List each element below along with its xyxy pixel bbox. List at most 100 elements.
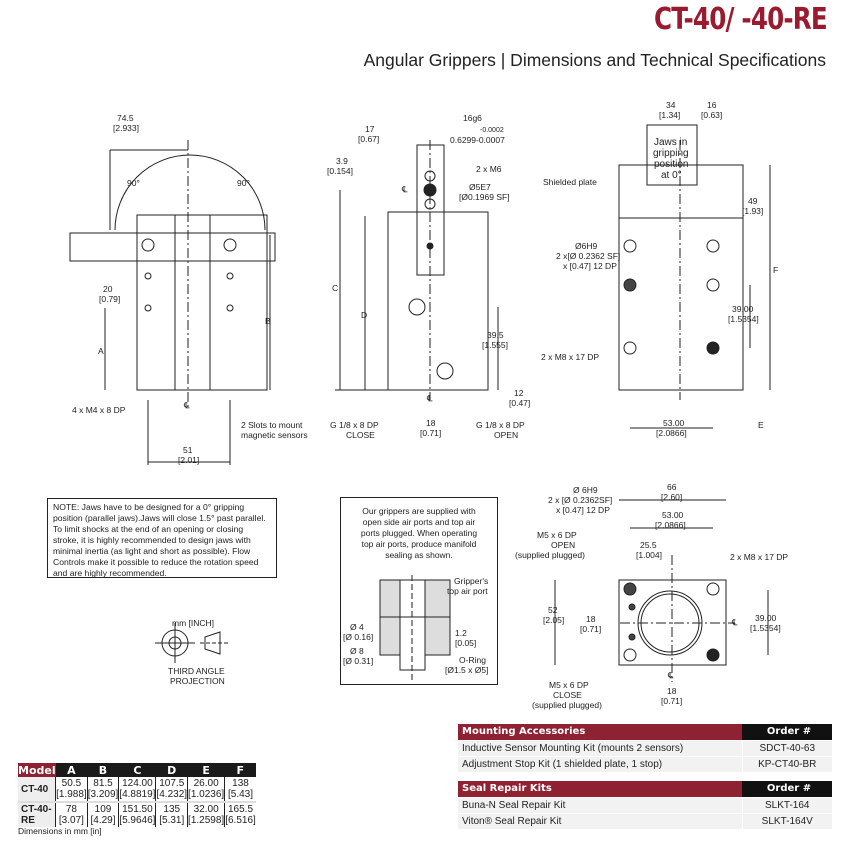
centerline-mark: ℄	[732, 617, 738, 627]
inch-value: [1.0236]	[188, 789, 225, 800]
inch-value: [3.209]	[87, 789, 119, 800]
centerline-mark: ℄	[402, 184, 408, 194]
dim-39-5: 39.5	[487, 330, 504, 340]
dowel-label: Ø5E7	[469, 182, 491, 192]
dim-d4: Ø 4	[350, 622, 364, 632]
cell: 81.5[3.209]	[86, 777, 119, 802]
close-port-plugged: (supplied plugged)	[532, 700, 602, 710]
order-number: SDCT-40-63	[741, 739, 832, 756]
mm-value: 78	[65, 804, 77, 815]
header-b: B	[87, 763, 119, 777]
order-number: SLKT-164	[741, 796, 832, 813]
table-row: Inductive Sensor Mounting Kit (mounts 2 …	[458, 739, 832, 756]
slots-label-1: 2 Slots to mount	[241, 420, 303, 430]
dim-c: C	[332, 283, 339, 293]
m8-label: 2 x M8 x 17 DP	[730, 552, 789, 562]
inch-value: [3.07]	[58, 815, 84, 826]
cell: 151.50[5.9646]	[118, 801, 156, 827]
item-name: Buna-N Seal Repair Kit	[458, 796, 742, 813]
pin-hole-label: Ø 6H9	[573, 485, 598, 495]
pin-hole-label-2: 2 x [Ø 0.2362SF]	[548, 495, 613, 505]
open-port-sub: OPEN	[494, 430, 519, 440]
dim-20-in: [0.79]	[99, 294, 121, 304]
mm-value: 135	[163, 804, 181, 815]
dim-66: 66	[667, 482, 677, 492]
table-header-row: Model A B C D E F	[18, 763, 256, 777]
close-port-sub: CLOSE	[553, 690, 582, 700]
dim-39-in: [1.5354]	[728, 314, 759, 324]
mm-value: 32.00	[193, 804, 219, 815]
dim-12: 12	[514, 388, 524, 398]
pin-hole-label-3: x [0.47] 12 DP	[563, 261, 617, 271]
header-e: E	[187, 763, 225, 777]
accessories-header: Mounting Accessories	[458, 724, 742, 740]
dim-18b-in: [0.71]	[661, 696, 683, 706]
dim-53-in: [2.0866]	[656, 428, 687, 438]
dim-34-in: [1.34]	[659, 110, 681, 120]
dim-51: 51	[183, 445, 193, 455]
jaws-note-2: gripping	[653, 148, 689, 159]
page-subtitle: Angular Grippers | Dimensions and Techni…	[363, 50, 826, 70]
dim-16: 16	[707, 100, 717, 110]
inch-value: [1.988]	[56, 789, 87, 800]
dim-16-in: [0.63]	[701, 110, 723, 120]
cell: 78[3.07]	[55, 801, 88, 827]
dim-d4-in: [Ø 0.16]	[343, 632, 374, 642]
mm-value: 81.5	[93, 778, 113, 789]
dim-a: A	[98, 346, 104, 356]
order-header: Order #	[742, 724, 832, 740]
dim-b: B	[265, 316, 271, 326]
oring-size: [Ø1.5 x Ø5]	[445, 665, 489, 675]
dim-18: 18	[586, 614, 596, 624]
dimensions-footnote: Dimensions in mm [in]	[18, 826, 102, 836]
dim-52: 52	[548, 605, 558, 615]
item-name: Viton® Seal Repair Kit	[458, 812, 742, 829]
dim-18-in: [0.71]	[420, 428, 442, 438]
item-name: Inductive Sensor Mounting Kit (mounts 2 …	[458, 739, 742, 756]
centerline-mark: ℄	[184, 400, 190, 410]
cell: 26.00[1.0236]	[187, 777, 225, 802]
inch-value: [5.43]	[227, 789, 254, 800]
slots-label-2: magnetic sensors	[241, 430, 308, 440]
seal-kits-header: Seal Repair Kits	[458, 781, 742, 797]
dim-3-9: 3.9	[336, 156, 348, 166]
mm-value: 109	[94, 804, 112, 815]
dim-66-in: [2.60]	[661, 492, 683, 502]
manifold-detail-drawing	[379, 575, 451, 680]
centerline-mark: ℄	[427, 393, 433, 403]
inch-value: [5.9646]	[119, 815, 156, 826]
dim-f: F	[773, 265, 779, 275]
m6-label: 2 x M6	[476, 164, 502, 174]
dim-39-in: [1.5354]	[750, 623, 781, 633]
table-row: CT-40 50.5[1.988] 81.5[3.209] 124.00[4.8…	[18, 777, 256, 802]
model-cell: CT-40	[18, 777, 56, 802]
order-number: KP-CT40-BR	[741, 755, 832, 772]
dim-d8: Ø 8	[350, 646, 364, 656]
dim-17: 17	[365, 124, 375, 134]
dim-d8-in: [Ø 0.31]	[343, 656, 374, 666]
m8-label: 2 x M8 x 17 DP	[541, 352, 600, 362]
inch-value: [4.232]	[156, 789, 188, 800]
cell: 165.5[6.516]	[224, 801, 256, 827]
dim-18: 18	[426, 418, 436, 428]
product-title: CT-40/ -40-RE	[654, 2, 828, 37]
model-dimensions-table: Model A B C D E F CT-40 50.5[1.988] 81.5…	[18, 763, 256, 827]
mm-value: 107.5	[159, 778, 185, 789]
close-port-label: G 1/8 x 8 DP	[330, 420, 379, 430]
order-number: SLKT-164V	[741, 812, 832, 829]
cell: 138[5.43]	[224, 777, 256, 802]
cell: 109[4.29]	[86, 801, 119, 827]
units-label: mm [INCH]	[172, 618, 215, 628]
dim-16g6: 16g6	[463, 113, 482, 123]
manifold-note: Our grippers are supplied with open side…	[360, 506, 478, 560]
tol-upper: -0.0002	[480, 127, 504, 134]
mm-value: 50.5	[61, 778, 82, 789]
dim-1-2: 1.2	[455, 628, 467, 638]
side-view-drawing	[335, 140, 499, 400]
header-model: Model	[18, 763, 56, 777]
mm-value: 124.00	[122, 778, 153, 789]
pin-hole-label: Ø6H9	[575, 241, 598, 251]
